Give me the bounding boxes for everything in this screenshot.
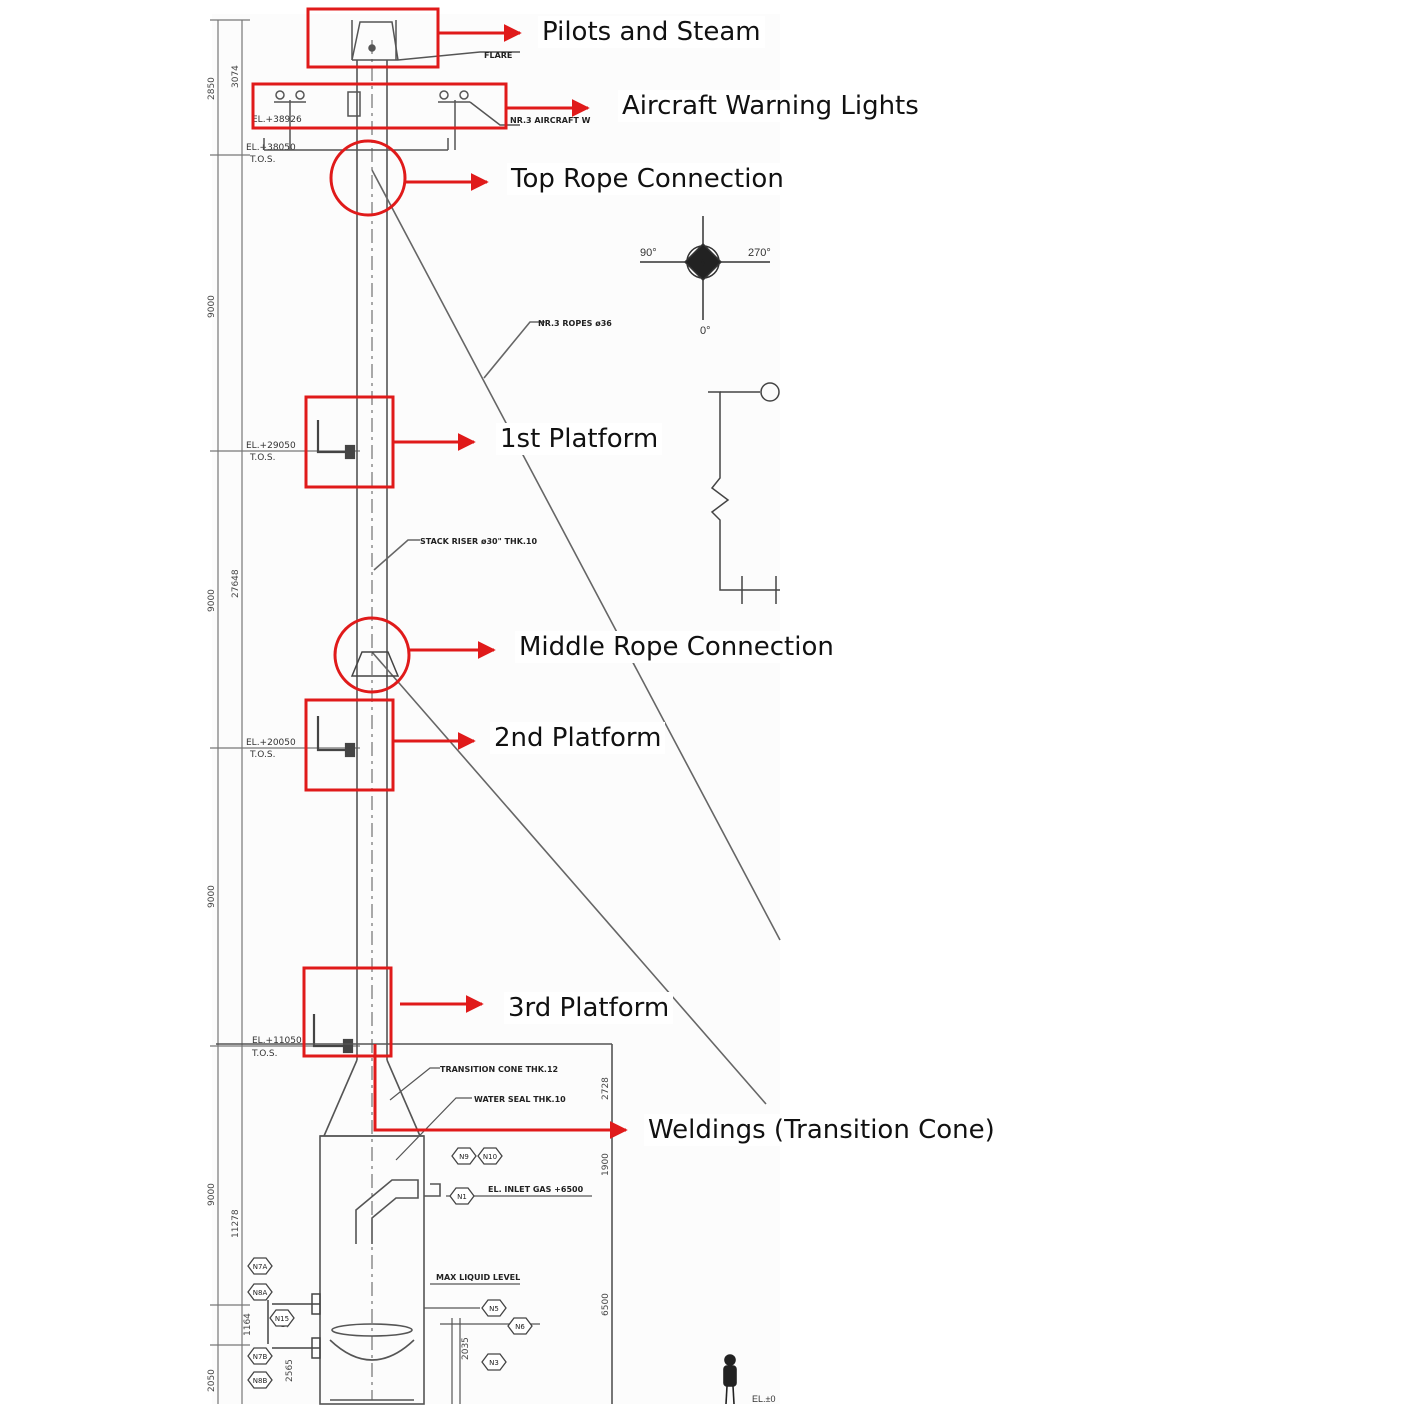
- nozzle-n10: N10: [483, 1153, 497, 1161]
- nozzle-n7b: N7B: [253, 1353, 268, 1361]
- label-aircraft-lights: Aircraft Warning Lights: [618, 90, 923, 122]
- nozzle-n6: N6: [515, 1323, 525, 1331]
- el-29050: EL.+29050: [246, 441, 296, 451]
- cone-notes: [389, 1067, 592, 1404]
- label-middle-rope: Middle Rope Connection: [515, 631, 838, 663]
- label-top-rope: Top Rope Connection: [507, 163, 788, 195]
- dim-2728: 2728: [601, 1077, 611, 1100]
- label-platform-2: 2nd Platform: [490, 722, 666, 754]
- guy-ropes: [371, 169, 781, 1105]
- pilots-steam-box: [306, 7, 440, 69]
- label-weldings: Weldings (Transition Cone): [644, 1114, 999, 1146]
- el-bottom: EL.±0: [752, 1394, 775, 1404]
- dimension-lines: [210, 19, 360, 1404]
- transition-cone-note: TRANSITION CONE THK.12: [440, 1065, 558, 1074]
- platform-3-box: [302, 966, 393, 1058]
- tos-3: T.O.S.: [249, 750, 275, 760]
- nozzle-n5: N5: [489, 1305, 499, 1313]
- middle-rope-lug: [350, 651, 400, 677]
- max-liquid-note: MAX LIQUID LEVEL: [436, 1273, 520, 1282]
- dim-27648: 27648: [231, 569, 241, 598]
- nozzle-n8b: N8B: [253, 1377, 268, 1385]
- compass-icon: [640, 216, 770, 320]
- dim-2050: 2050: [207, 1369, 217, 1392]
- top-rope-circle: [329, 139, 407, 217]
- dim-9000-b: 9000: [207, 589, 217, 612]
- nozzle-tags: [247, 1147, 533, 1389]
- tos-4: T.O.S.: [251, 1049, 277, 1059]
- compass-270: 270°: [748, 247, 771, 259]
- platform-brackets: [312, 420, 356, 1054]
- el-38926: EL.+38926: [252, 115, 302, 125]
- stack-riser: [356, 40, 388, 1400]
- label-platform-1: 1st Platform: [496, 423, 663, 455]
- dim-2850: 2850: [207, 77, 217, 100]
- dim-1900: 1900: [601, 1153, 611, 1176]
- dim-6500: 6500: [601, 1293, 611, 1316]
- tos-2: T.O.S.: [249, 453, 275, 463]
- dim-2035: 2035: [461, 1337, 471, 1360]
- nozzle-n15: N15: [275, 1315, 289, 1323]
- person-scale-icon: [723, 1354, 737, 1405]
- nozzle-n7a: N7A: [253, 1263, 268, 1271]
- platform-2-box: [304, 698, 395, 792]
- dim-3074: 3074: [231, 65, 241, 88]
- flare-tip: [351, 20, 520, 61]
- aircraft-lights-box: [251, 82, 508, 130]
- el-20050: EL.+20050: [246, 738, 296, 748]
- dim-9000-a: 9000: [207, 295, 217, 318]
- dimension-values: 2850 3074 9000 9000 27648 9000 9000 1127…: [207, 65, 611, 1392]
- nozzle-n9: N9: [459, 1153, 469, 1161]
- middle-rope-circle: [333, 616, 411, 694]
- label-pilots-steam: Pilots and Steam: [538, 16, 765, 48]
- detail-sketch: [708, 382, 780, 604]
- compass-0: 0°: [700, 325, 711, 337]
- dim-1164: 1164: [243, 1313, 253, 1336]
- el-11050: EL.+11050: [252, 1036, 302, 1046]
- dim-2565: 2565: [285, 1359, 295, 1382]
- nozzle-n1: N1: [457, 1193, 467, 1201]
- flare-label: FLARE: [484, 51, 512, 60]
- welding-pointer: [373, 1044, 628, 1139]
- compass-n: N: [698, 256, 708, 270]
- aircraft-note: NR.3 AIRCRAFT W: [510, 116, 591, 125]
- stack-riser-note: STACK RISER ø30" THK.10: [420, 537, 537, 546]
- inlet-gas-note: EL. INLET GAS +6500: [488, 1185, 584, 1194]
- nozzle-tag-labels: N9 N10 N1 N5 N6 N3 N7A N8A N7B N8B N15: [253, 1153, 526, 1385]
- light-platform: [263, 90, 520, 151]
- water-seal-note: WATER SEAL THK.10: [474, 1095, 566, 1104]
- callout-arrows: [393, 24, 590, 1013]
- transition-cone: [216, 1043, 613, 1405]
- label-platform-3: 3rd Platform: [504, 992, 674, 1024]
- nozzle-n8a: N8A: [253, 1289, 268, 1297]
- side-nozzles: [267, 1293, 321, 1359]
- elevation-labels: EL.+38926 EL.+38050 T.O.S. EL.+29050 T.O…: [246, 115, 302, 1059]
- tos-1: T.O.S.: [249, 155, 275, 165]
- compass-90: 90°: [640, 247, 657, 259]
- el-38050: EL.+38050: [246, 143, 296, 153]
- ropes-note: NR.3 ROPES ø36: [538, 319, 612, 328]
- dim-9000-d: 9000: [207, 1183, 217, 1206]
- dim-9000-c: 9000: [207, 885, 217, 908]
- nozzle-n3: N3: [489, 1359, 499, 1367]
- dim-11278: 11278: [231, 1209, 241, 1238]
